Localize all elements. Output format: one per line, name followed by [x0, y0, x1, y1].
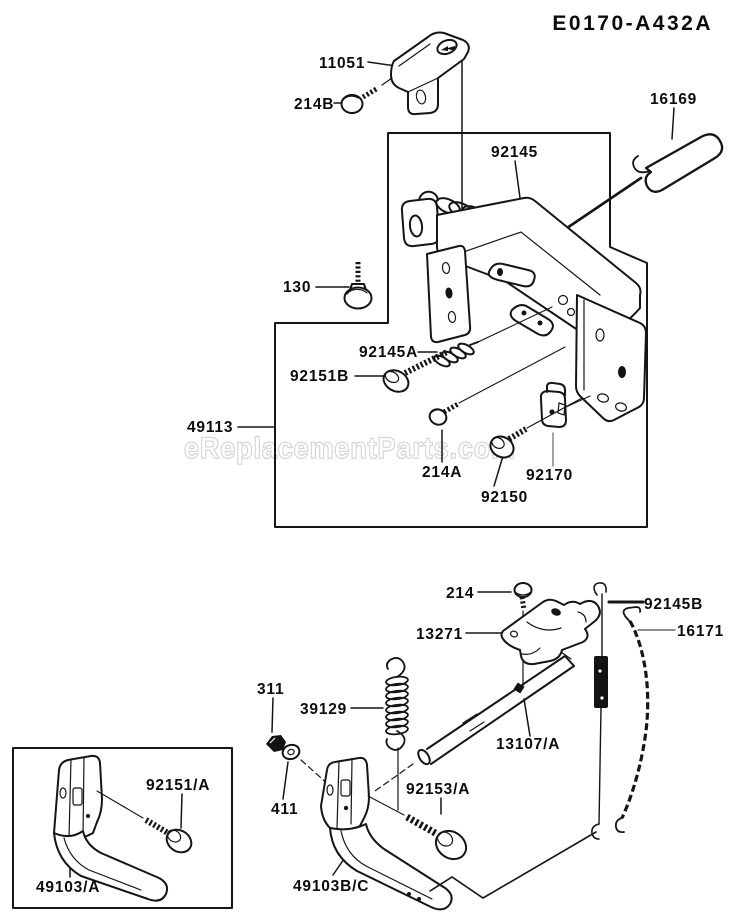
spring-attachment-line [429, 831, 597, 899]
part-label-92150[interactable]: 92150 [481, 489, 528, 506]
part-label-49103BC[interactable]: 49103B/C [293, 878, 369, 895]
part-label-13107A[interactable]: 13107/A [496, 736, 560, 753]
part-label-16169[interactable]: 16169 [650, 91, 697, 108]
part-label-214B[interactable]: 214B [294, 96, 334, 113]
part-drawing-92145B [591, 582, 608, 840]
part-drawing-92145A [433, 306, 553, 368]
part-drawing-49103A [53, 754, 169, 902]
part-label-214A[interactable]: 214A [422, 464, 462, 481]
part-label-92145[interactable]: 92145 [491, 144, 538, 161]
part-label-92145B[interactable]: 92145B [644, 596, 703, 613]
part-label-39129[interactable]: 39129 [300, 701, 347, 718]
part-drawing-411 [281, 743, 301, 761]
inset-box [12, 747, 233, 909]
part-label-214[interactable]: 214 [446, 585, 474, 602]
part-label-13271[interactable]: 13271 [416, 626, 463, 643]
part-drawing-39129 [385, 657, 409, 811]
part-drawing-49103BC [320, 756, 453, 911]
part-drawing-92151B [382, 349, 449, 393]
part-label-49103A[interactable]: 49103/A [36, 879, 100, 896]
part-label-92151B[interactable]: 92151B [290, 368, 349, 385]
part-drawing-214A [428, 346, 566, 426]
part-drawing-16171 [614, 606, 650, 834]
part-drawing-311 [266, 735, 286, 752]
part-drawing-214B [340, 77, 393, 114]
part-drawing-13271 [500, 598, 601, 666]
part-label-92170[interactable]: 92170 [526, 467, 573, 484]
part-drawing-16169 [565, 133, 724, 230]
part-drawing-13107A [417, 651, 575, 766]
part-label-92153A[interactable]: 92153/A [406, 781, 470, 798]
part-label-311[interactable]: 311 [257, 681, 284, 698]
part-label-49113[interactable]: 49113 [187, 419, 233, 436]
assembly-enclosure-box [274, 132, 648, 528]
part-drawing-92170 [539, 381, 591, 428]
part-drawing-49113-assembly [400, 196, 647, 423]
part-drawing-92151A [96, 790, 193, 854]
leader-lines [69, 55, 676, 878]
part-label-411[interactable]: 411 [271, 801, 298, 818]
part-label-16171[interactable]: 16171 [677, 623, 724, 640]
part-drawing-130 [343, 262, 373, 310]
part-label-11051[interactable]: 11051 [319, 55, 365, 72]
part-label-92151A[interactable]: 92151/A [146, 777, 210, 794]
part-drawing-11051 [390, 31, 470, 116]
part-label-130[interactable]: 130 [283, 279, 311, 296]
diagram-title: E0170-A432A [552, 12, 713, 35]
assembly-axis-dash [374, 763, 414, 792]
part-drawing-92153A [367, 795, 468, 861]
part-drawing-92150 [489, 397, 583, 459]
part-label-92145A[interactable]: 92145A [359, 344, 418, 361]
watermark: eReplacementParts.com [184, 432, 516, 465]
